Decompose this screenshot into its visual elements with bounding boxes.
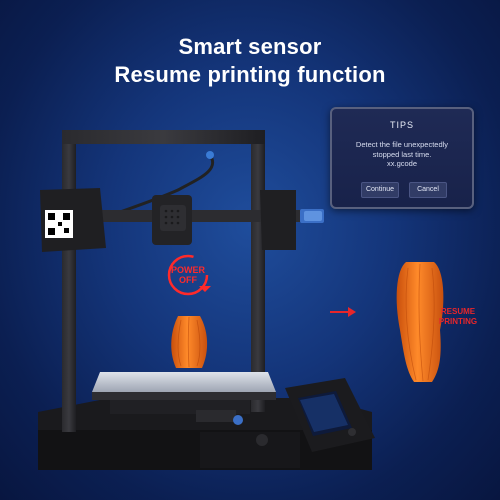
power-off-label: POWER OFF <box>168 265 208 285</box>
headline-line-1: Smart sensor <box>178 34 322 59</box>
partial-print-vase <box>171 316 208 368</box>
tips-dialog: TIPS Detect the file unexpectedly stoppe… <box>330 107 474 209</box>
continue-button[interactable]: Continue <box>361 182 399 198</box>
base-knob-icon <box>256 434 268 446</box>
tips-title: TIPS <box>389 120 414 130</box>
control-screen-unit <box>285 378 375 452</box>
headline-line-2: Resume printing function <box>114 62 386 87</box>
resume-line-2: PRINTING <box>438 317 478 326</box>
tips-message-line-1: Detect the file unexpectedly <box>355 140 449 149</box>
resume-line-1: RESUME <box>440 307 476 316</box>
resume-arrow-icon <box>330 307 356 317</box>
top-frame-bar <box>62 130 265 144</box>
tips-message: Detect the file unexpectedly stopped las… <box>340 140 464 169</box>
tips-message-line-2: stopped last time. <box>372 149 432 159</box>
tips-message-line-3: xx.gcode <box>386 159 418 168</box>
print-bed <box>92 372 276 392</box>
power-off-indicator <box>167 254 211 296</box>
left-frame-post <box>62 132 76 432</box>
cancel-button[interactable]: Cancel <box>409 182 447 198</box>
control-knob-icon <box>348 428 356 436</box>
power-off-line-2: OFF <box>179 275 197 285</box>
right-frame-post <box>251 132 265 412</box>
resume-printing-label: RESUME PRINTING <box>428 307 488 327</box>
power-off-line-1: POWER <box>170 265 205 275</box>
filament-sensor-icon <box>206 151 214 159</box>
